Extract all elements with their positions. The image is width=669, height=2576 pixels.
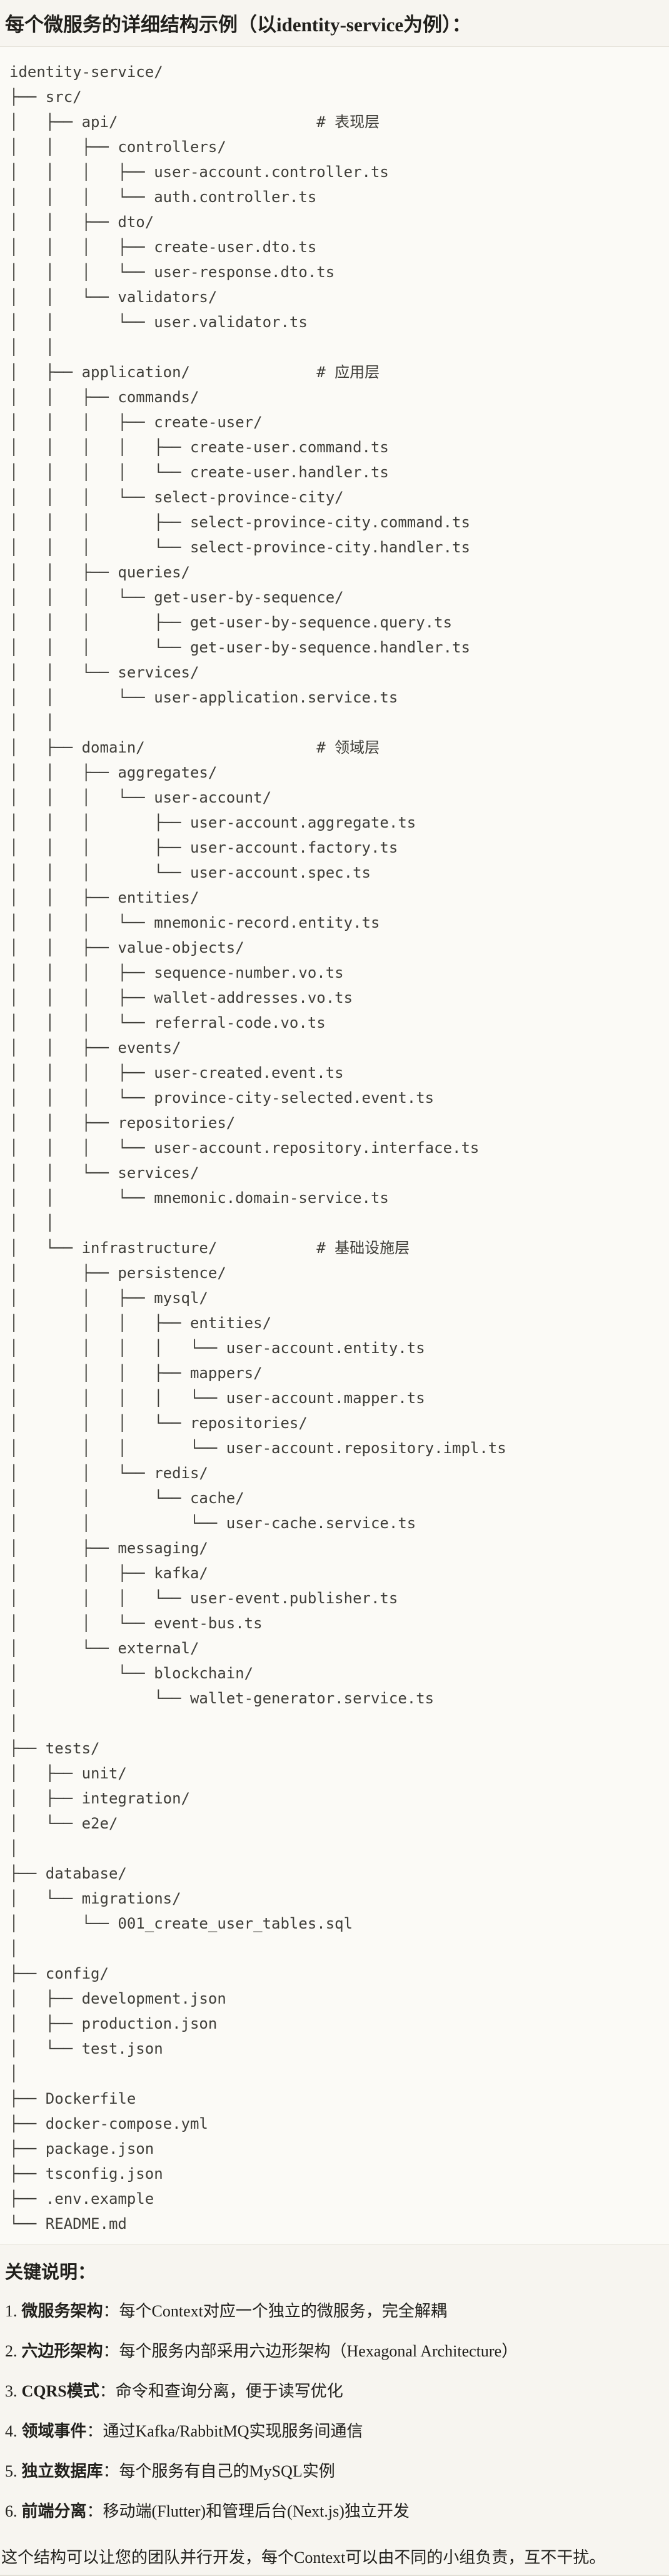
- note-text: ：命令和查询分离，便于读写优化: [99, 2382, 343, 2400]
- key-notes-list: 1.微服务架构：每个Context对应一个独立的微服务，完全解耦 2.六边形架构…: [5, 2301, 663, 2522]
- key-notes-section: 关键说明： 1.微服务架构：每个Context对应一个独立的微服务，完全解耦 2…: [0, 2244, 669, 2575]
- note-number: 1.: [5, 2302, 18, 2320]
- note-text: ：通过Kafka/RabbitMQ实现服务间通信: [86, 2422, 363, 2440]
- note-text: ：移动端(Flutter)和管理后台(Next.js)独立开发: [86, 2502, 410, 2520]
- note-label: CQRS模式: [21, 2382, 99, 2400]
- key-note-item: 3.CQRS模式：命令和查询分离，便于读写优化: [5, 2381, 663, 2402]
- note-number: 6.: [5, 2502, 18, 2520]
- note-number: 4.: [5, 2422, 18, 2440]
- closing-paragraph: 这个结构可以让您的团队并行开发，每个Context可以由不同的小组负责，互不干扰…: [1, 2548, 606, 2567]
- key-note-item: 2.六边形架构：每个服务内部采用六边形架构（Hexagonal Architec…: [5, 2341, 663, 2362]
- note-label: 六边形架构: [21, 2342, 103, 2360]
- note-text: ：每个服务内部采用六边形架构（Hexagonal Architecture）: [103, 2342, 518, 2360]
- note-number: 2.: [5, 2342, 18, 2360]
- page-title: 每个微服务的详细结构示例（以identity-service为例）：: [5, 14, 471, 36]
- key-note-item: 5.独立数据库：每个服务有自己的MySQL实例: [5, 2461, 663, 2482]
- note-label: 前端分离: [21, 2502, 87, 2520]
- note-label: 微服务架构: [21, 2302, 103, 2320]
- note-label: 独立数据库: [21, 2462, 103, 2480]
- key-notes-heading: 关键说明：: [5, 2263, 96, 2283]
- key-note-item: 4.领域事件：通过Kafka/RabbitMQ实现服务间通信: [5, 2421, 663, 2442]
- note-text: ：每个Context对应一个独立的微服务，完全解耦: [103, 2302, 447, 2320]
- key-note-item: 1.微服务架构：每个Context对应一个独立的微服务，完全解耦: [5, 2301, 663, 2322]
- note-number: 3.: [5, 2382, 18, 2400]
- directory-tree: identity-service/ ├── src/ │ ├── api/ # …: [9, 63, 506, 2233]
- note-label: 领域事件: [21, 2422, 87, 2440]
- note-text: ：每个服务有自己的MySQL实例: [103, 2462, 335, 2480]
- note-number: 5.: [5, 2462, 18, 2480]
- key-note-item: 6.前端分离：移动端(Flutter)和管理后台(Next.js)独立开发: [5, 2501, 663, 2522]
- code-block: identity-service/ ├── src/ │ ├── api/ # …: [0, 46, 669, 2244]
